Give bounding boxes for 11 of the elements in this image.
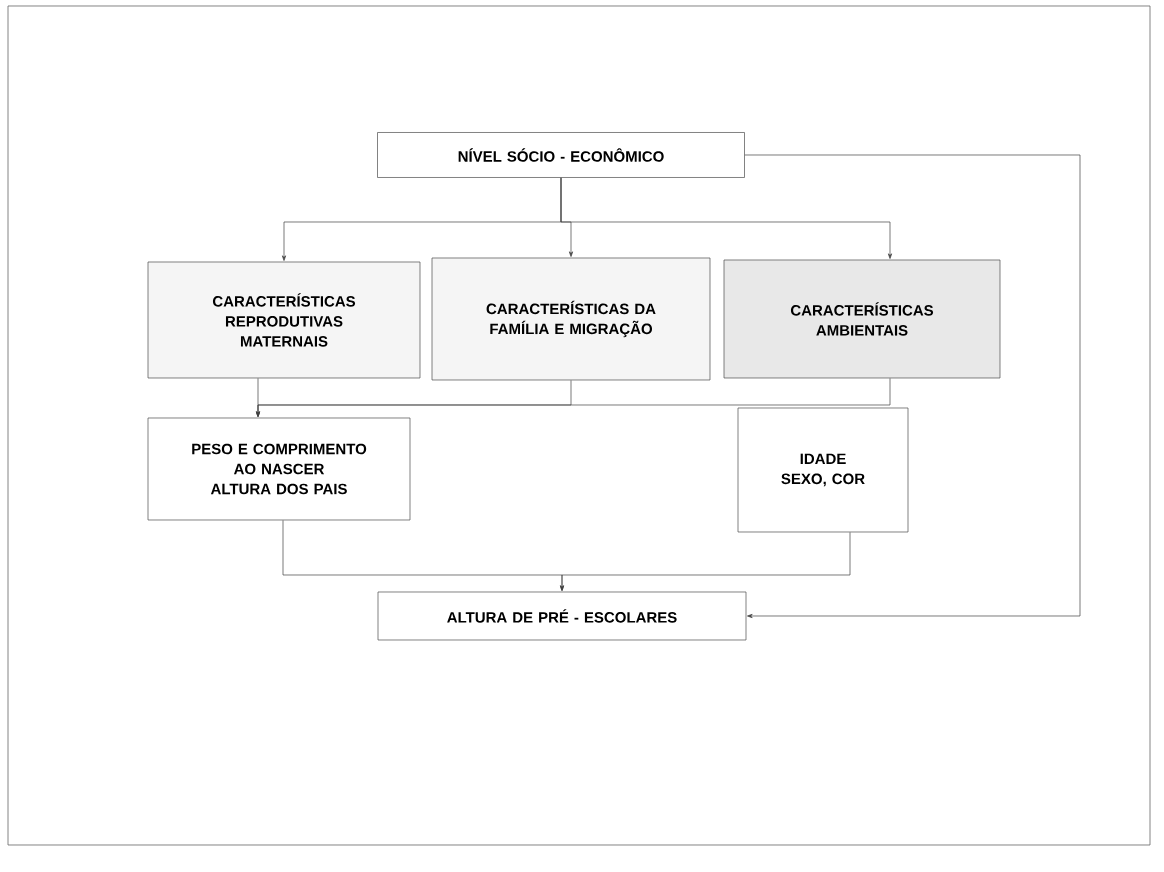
arrow [255, 378, 891, 417]
arrow [559, 532, 851, 591]
process-box: NÍVEL SÓCIO - ECONÔMICO [377, 132, 745, 178]
process-box: IDADE SEXO, COR [737, 407, 909, 533]
process-box: CARACTERÍSTICAS DA FAMÍLIA E MIGRAÇÃO [431, 257, 711, 381]
process-box: ALTURA DE PRÉ - ESCOLARES [377, 591, 747, 641]
process-box: CARACTERÍSTICAS AMBIENTAIS [723, 259, 1001, 379]
process-box: CARACTERÍSTICAS REPRODUTIVAS MATERNAIS [147, 261, 421, 379]
process-box: PESO E COMPRIMENTO AO NASCER ALTURA DOS PAIS [147, 417, 411, 521]
arrow [560, 177, 893, 259]
arrow [744, 154, 1081, 619]
